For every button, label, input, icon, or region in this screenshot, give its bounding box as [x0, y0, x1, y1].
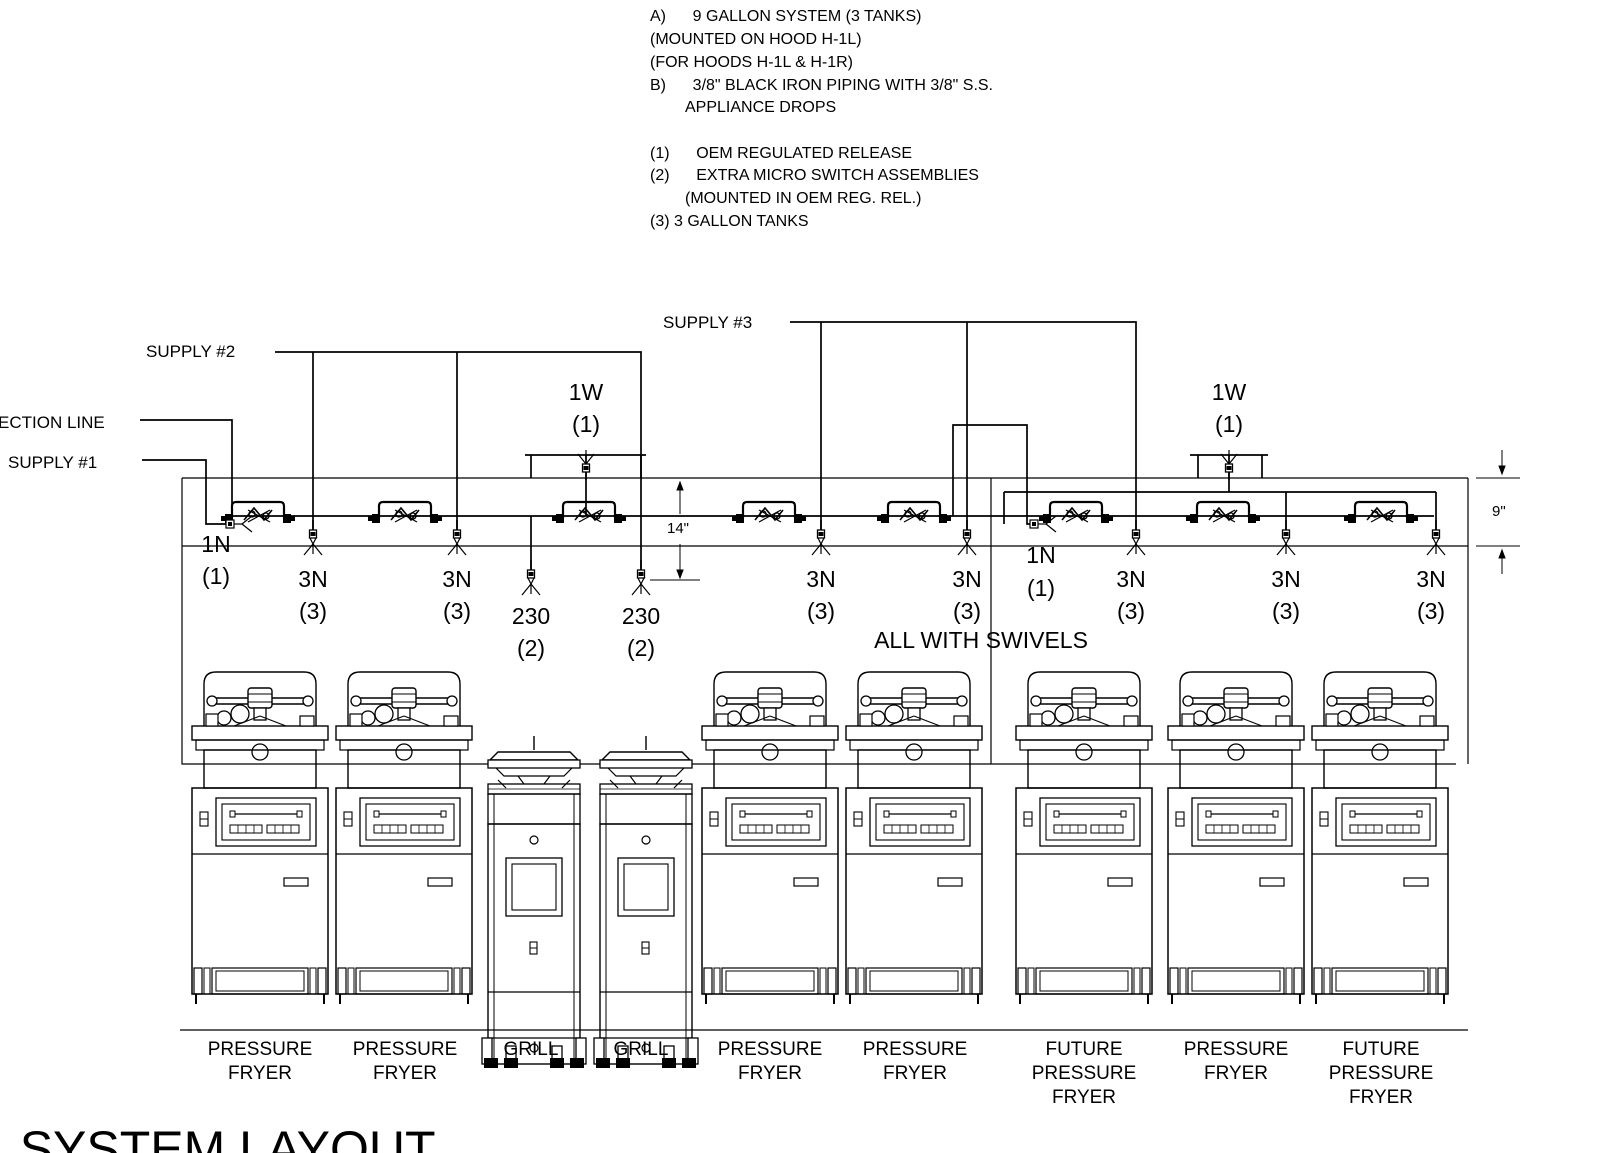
nozzle-qty-230: (2) [627, 635, 655, 661]
dimension-9-label: 9" [1492, 503, 1506, 520]
appliance-label-9-line3: FRYER [1349, 1087, 1413, 1108]
note-3: (3) 3 GALLON TANKS [650, 213, 809, 230]
nozzle-qty-230: (2) [517, 635, 545, 661]
supply-3-label: SUPPLY #3 [663, 313, 752, 332]
appliance-label-5-line2: FRYER [738, 1063, 802, 1084]
nozzle-label-3n: 3N [1416, 566, 1445, 592]
nozzle-label-3n: 3N [806, 566, 835, 592]
appliance-label-9-line2: PRESSURE [1329, 1063, 1434, 1084]
nozzle-qty-1w: (1) [572, 411, 600, 437]
nozzle-qty-1n: (1) [202, 563, 230, 589]
nozzle-label-3n: 3N [298, 566, 327, 592]
nozzle-qty-3n: (3) [953, 598, 981, 624]
appliance-label-5: PRESSURE [718, 1039, 823, 1060]
detector-brackets [219, 500, 1420, 525]
nozzle-qty-3n: (3) [1117, 598, 1145, 624]
appliance-label-2-line2: FRYER [373, 1063, 437, 1084]
nozzle-label-230: 230 [622, 603, 660, 629]
appliance-label-3: GRILL [504, 1039, 559, 1060]
nozzle-qty-3n: (3) [1272, 598, 1300, 624]
appliance-label-7-line2: PRESSURE [1032, 1063, 1137, 1084]
appliance-label-9: FUTURE [1342, 1039, 1419, 1060]
dimension-lines [650, 450, 1520, 581]
supply-lines [140, 321, 1437, 572]
nozzle-qty-3n: (3) [807, 598, 835, 624]
note-2: (2) EXTRA MICRO SWITCH ASSEMBLIES [650, 167, 979, 184]
nozzle-label-230: 230 [512, 603, 550, 629]
appliance-label-7: FUTURE [1045, 1039, 1122, 1060]
appliance-label-2: PRESSURE [353, 1039, 458, 1060]
dimension-14-label: 14" [667, 520, 689, 537]
note-a2: (MOUNTED ON HOOD H-1L) [650, 31, 862, 48]
appliance-label-8: PRESSURE [1184, 1039, 1289, 1060]
appliance-label-7-line3: FRYER [1052, 1087, 1116, 1108]
nozzle-label-3n: 3N [1116, 566, 1145, 592]
note-a1: A) 9 GALLON SYSTEM (3 TANKS) [650, 8, 922, 25]
appliance-label-4: GRILL [614, 1039, 669, 1060]
nozzle-fittings [225, 449, 1446, 596]
nozzle-label-3n: 3N [952, 566, 981, 592]
nozzle-qty-1n: (1) [1027, 575, 1055, 601]
note-2b: (MOUNTED IN OEM REG. REL.) [685, 190, 922, 207]
note-b1: B) 3/8" BLACK IRON PIPING WITH 3/8" S.S. [650, 77, 993, 94]
appliances [191, 671, 1449, 1069]
supply-1-label: SUPPLY #1 [8, 453, 97, 472]
appliance-label-6: PRESSURE [863, 1039, 968, 1060]
nozzle-label-3n: 3N [442, 566, 471, 592]
supply-2-label: SUPPLY #2 [146, 342, 235, 361]
detection-line-label: ECTION LINE [0, 413, 105, 432]
appliance-label-8-line2: FRYER [1204, 1063, 1268, 1084]
appliance-label-1: PRESSURE [208, 1039, 313, 1060]
system-layout-title: 1 SYSTEM LAYOUT [0, 1121, 436, 1153]
note-b2: APPLIANCE DROPS [685, 99, 837, 116]
nozzle-label-1n: 1N [1026, 542, 1055, 568]
nozzle-qty-1w: (1) [1215, 411, 1243, 437]
hood-outline [181, 477, 1469, 765]
appliance-label-6-line2: FRYER [883, 1063, 947, 1084]
nozzle-label-1n: 1N [201, 531, 230, 557]
nozzle-qty-3n: (3) [443, 598, 471, 624]
nozzle-label-1w: 1W [1212, 379, 1247, 405]
nozzle-qty-3n: (3) [1417, 598, 1445, 624]
note-1: (1) OEM REGULATED RELEASE [650, 145, 912, 162]
note-a3: (FOR HOODS H-1L & H-1R) [650, 54, 853, 71]
nozzle-label-1w: 1W [569, 379, 604, 405]
nozzle-qty-3n: (3) [299, 598, 327, 624]
appliance-label-1-line2: FRYER [228, 1063, 292, 1084]
swivels-note: ALL WITH SWIVELS [874, 627, 1088, 653]
nozzle-label-3n: 3N [1271, 566, 1300, 592]
